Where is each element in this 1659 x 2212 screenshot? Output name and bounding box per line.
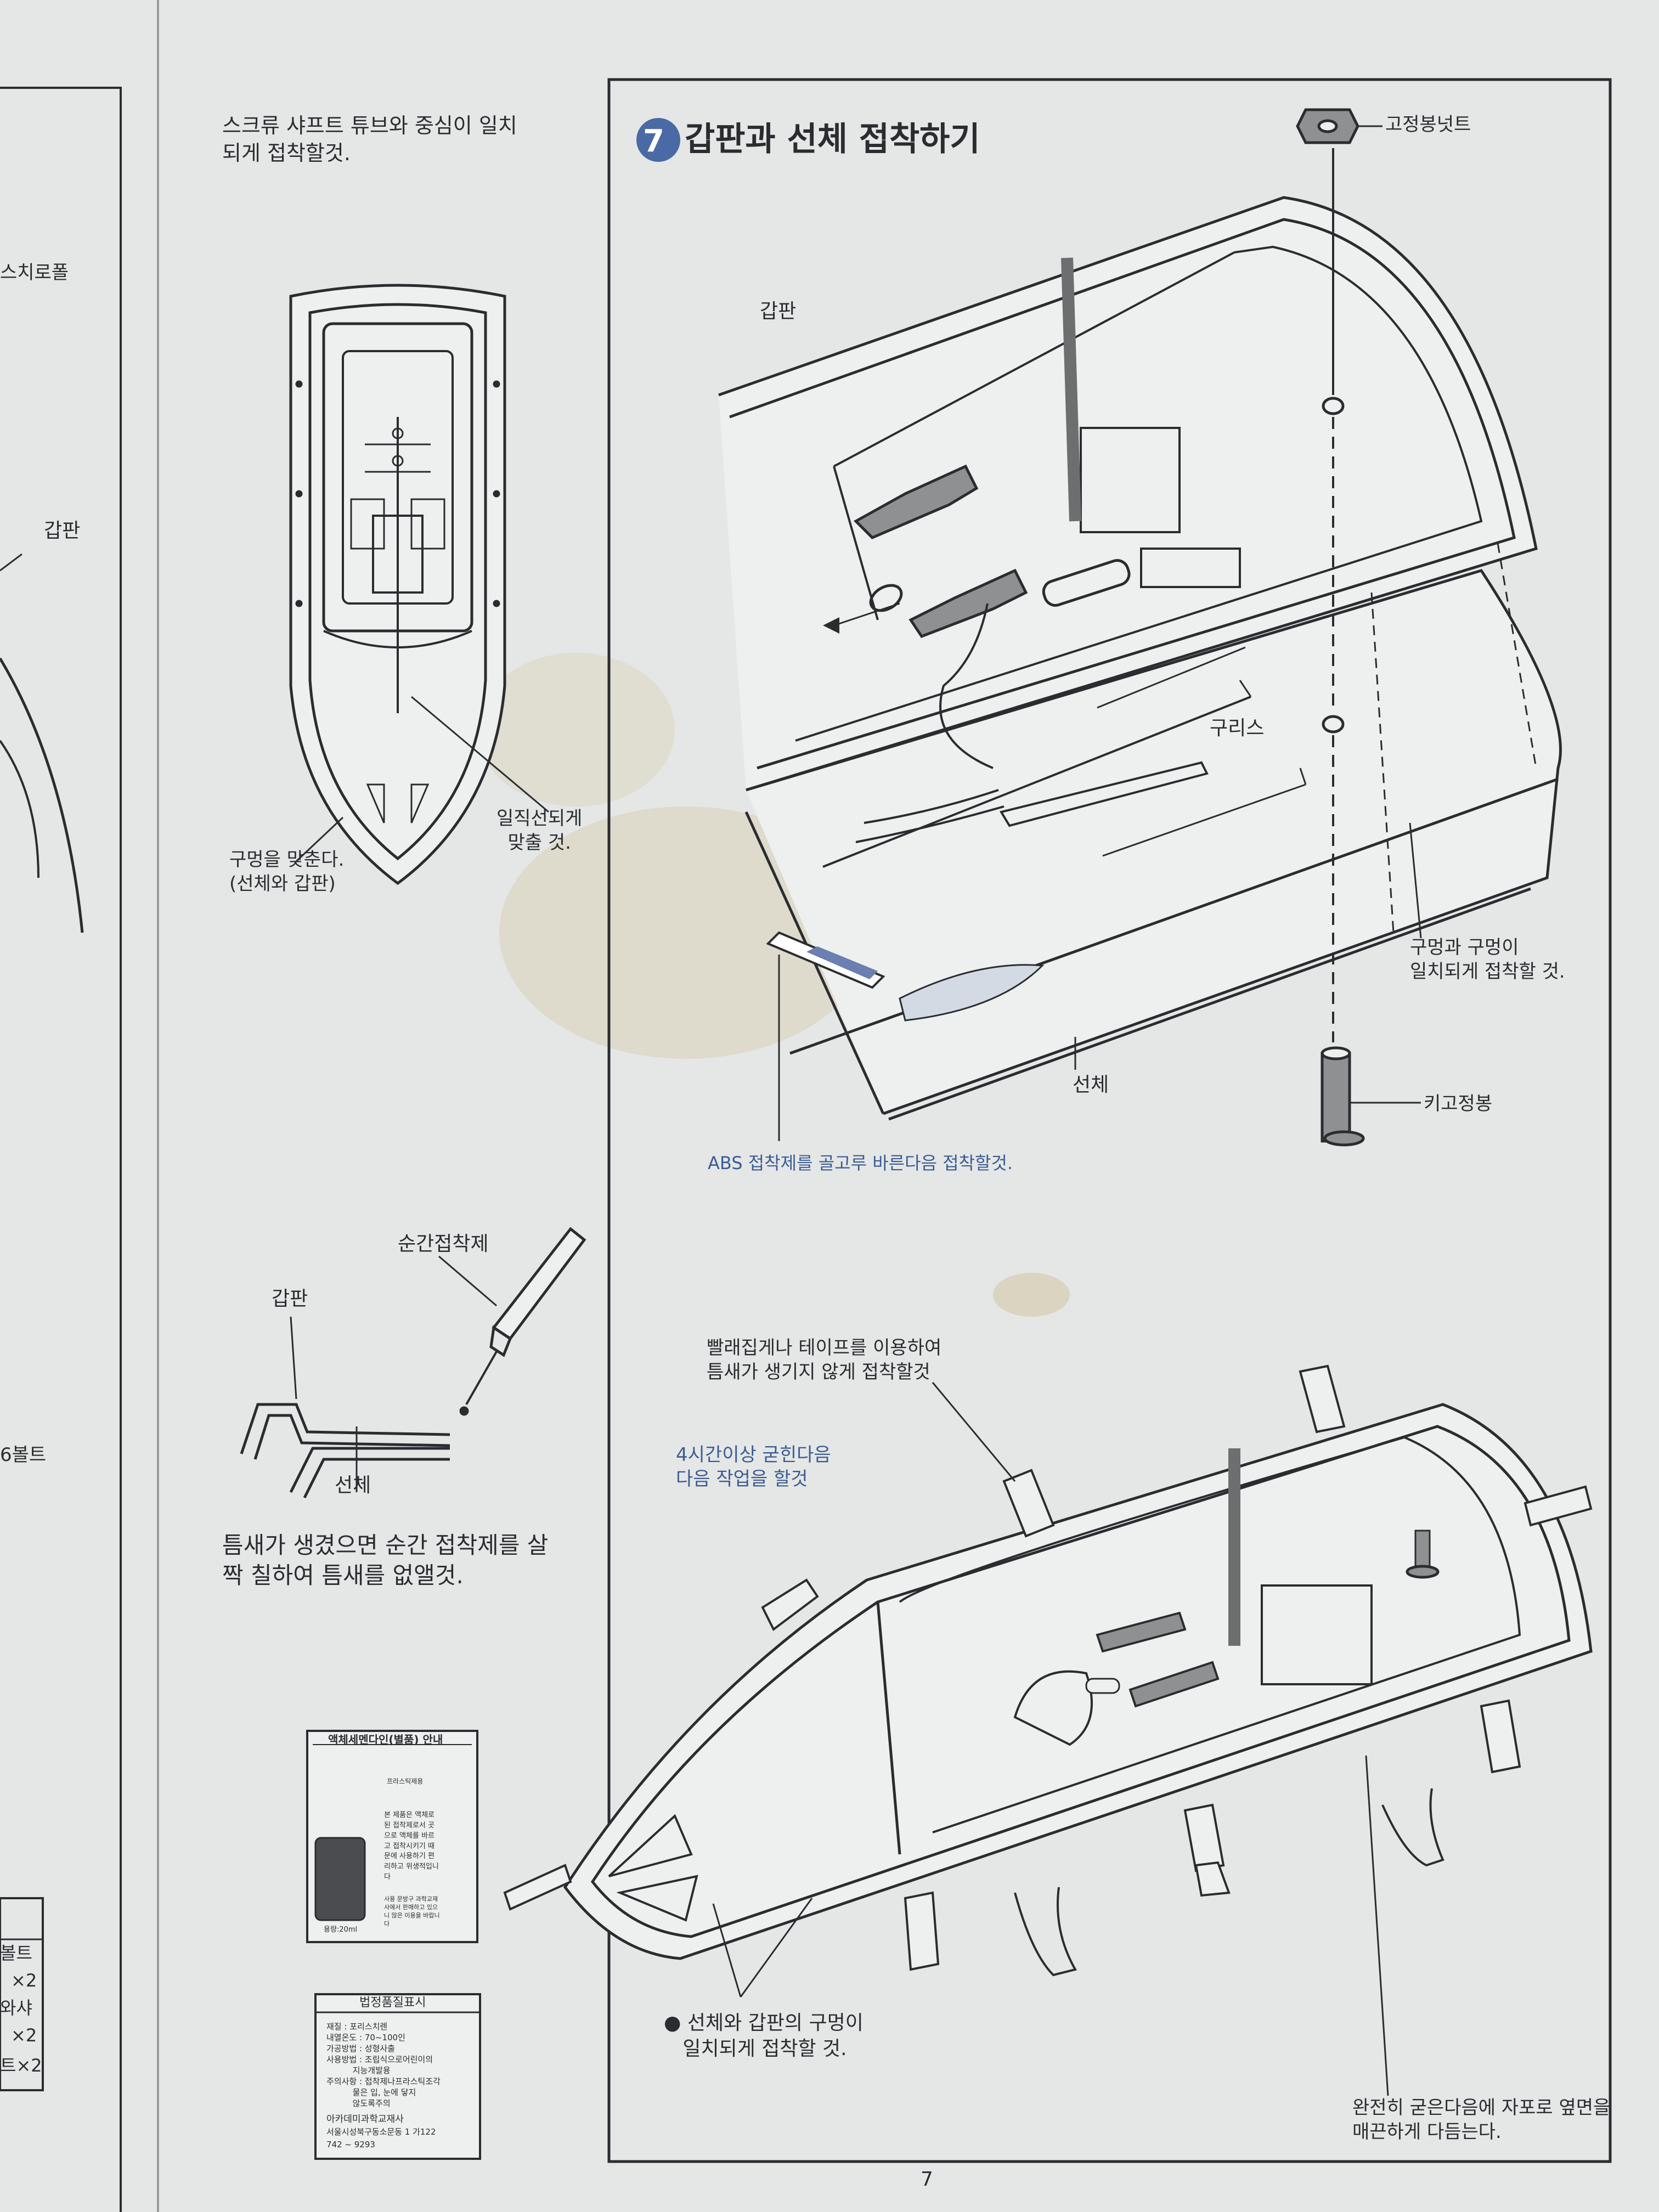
top-view-boat-diagram bbox=[289, 284, 549, 885]
quality-line: 내열온도 : 70~100인 bbox=[326, 2033, 405, 2042]
clip-note: 빨래집게나 테이프를 이용하여 틈새가 생기지 않게 접착할것 bbox=[707, 1337, 942, 1384]
quality-line: 재질 : 포리스치렌 bbox=[326, 2022, 388, 2032]
fragment-bolt6: 6볼트 bbox=[0, 1444, 47, 1466]
quality-line: 않도록주의 bbox=[326, 2098, 391, 2108]
deck-label: 갑판 bbox=[272, 1288, 308, 1310]
hull-label: 선체 bbox=[335, 1474, 371, 1497]
quality-line: 아카데미과학교재사 bbox=[326, 2114, 404, 2125]
quality-line: 주의사항 : 접착제나프라스틱조각 bbox=[326, 2076, 441, 2086]
fragment-propeller: 스치로폴 bbox=[0, 262, 69, 284]
page-number: 7 bbox=[921, 2168, 933, 2191]
shaft-note-line2: 되게 접착할것. bbox=[222, 141, 351, 165]
quality-line: 물은 입, 눈에 닿지 bbox=[326, 2087, 416, 2097]
quality-box-title: 법정품질표시 bbox=[359, 1996, 426, 2010]
quality-line: 742 ~ 9293 bbox=[326, 2140, 375, 2149]
step-number: 7 bbox=[643, 123, 664, 159]
hole-note-bottom: ● 선체와 갑판의 구멍이 일치되게 접착할 것. bbox=[664, 2012, 864, 2060]
fragment-x2: ×2 bbox=[11, 2025, 37, 2046]
finish-note: 완전히 굳은다음에 자포로 옆면을 매끈하게 다듬는다. bbox=[1352, 2097, 1611, 2143]
fragment-deck: 갑판 bbox=[44, 520, 81, 542]
gap-note-line2: 짝 칠하여 틈새를 없앨것. bbox=[222, 1562, 464, 1589]
super-glue-label: 순간접착제 bbox=[398, 1233, 489, 1255]
glue-box-title: 액체세멘다인(별품) 안내 bbox=[328, 1733, 443, 1746]
exploded-assembly-diagram bbox=[718, 108, 1562, 1147]
fragment-x2: ×2 bbox=[11, 1970, 37, 1991]
abs-glue-note: ABS 접착제를 골고루 바른다음 접착할것. bbox=[708, 1153, 1013, 1173]
grease-label: 구리스 bbox=[1210, 717, 1265, 740]
hull-label-main: 선체 bbox=[1073, 1074, 1109, 1096]
fixing-nut-label: 고정봉넛트 bbox=[1385, 114, 1471, 136]
left-parts-table bbox=[0, 1897, 44, 2091]
stain bbox=[993, 1273, 1070, 1317]
left-leader-line bbox=[0, 553, 22, 572]
gap-detail-diagram bbox=[240, 1227, 586, 1499]
step-frame bbox=[607, 78, 1612, 2163]
quality-info-box bbox=[314, 1993, 481, 2160]
quality-line: 지능개발용 bbox=[326, 2066, 391, 2075]
left-hull-fragment bbox=[0, 740, 40, 878]
quality-line: 가공방법 : 성형사출 bbox=[326, 2044, 395, 2053]
glue-box-caution: 사용 문방구 과학교재 사에서 판매하고 있으 니 많은 이용을 바랍니 다 bbox=[384, 1895, 440, 1927]
fragment-washer: 와샤 bbox=[0, 1997, 32, 2018]
glue-bottle bbox=[314, 1837, 366, 1921]
left-hull-fragment bbox=[0, 657, 84, 933]
stain bbox=[477, 653, 675, 806]
deck-label-main: 갑판 bbox=[760, 300, 797, 323]
hole-align-label: 구멍과 구멍이 일치되게 접착할 것. bbox=[1410, 936, 1565, 983]
step-title: 갑판과 선체 접착하기 bbox=[685, 120, 980, 159]
gap-note-line1: 틈새가 생겼으면 순간 접착제를 살 bbox=[222, 1532, 549, 1559]
glue-box-volume: 용량:20ml bbox=[324, 1926, 358, 1934]
shaft-note-line1: 스크류 샤프트 튜브와 중심이 일치 bbox=[222, 114, 517, 138]
align-hole-note: 구멍을 맞춘다. (선체와 갑판) bbox=[229, 849, 345, 895]
fragment-bolt: 볼트 bbox=[0, 1943, 32, 1963]
fragment-x2: 트×2 bbox=[0, 2055, 42, 2076]
wait-note: 4시간이상 굳힌다음 다음 작업을 할것 bbox=[676, 1444, 831, 1491]
glue-box-brand: 프라스틱제용 bbox=[387, 1778, 424, 1785]
quality-line: 사용방법 : 조립식으로어린이의 bbox=[326, 2055, 433, 2064]
key-rod-label: 키고정봉 bbox=[1424, 1093, 1493, 1115]
clamped-boat-diagram bbox=[503, 1364, 1593, 2096]
step-number-badge bbox=[636, 118, 680, 162]
align-line-note: 일직선되게 맞출 것. bbox=[496, 808, 583, 854]
quality-line: 서울시성북구동소문동 1 가122 bbox=[326, 2127, 436, 2137]
left-page-frame bbox=[0, 87, 122, 2212]
glue-box-body: 본 제품은 액체로 된 접착제로서 곳 으로 액체를 바르 고 접착시키기 때 … bbox=[384, 1811, 439, 1882]
